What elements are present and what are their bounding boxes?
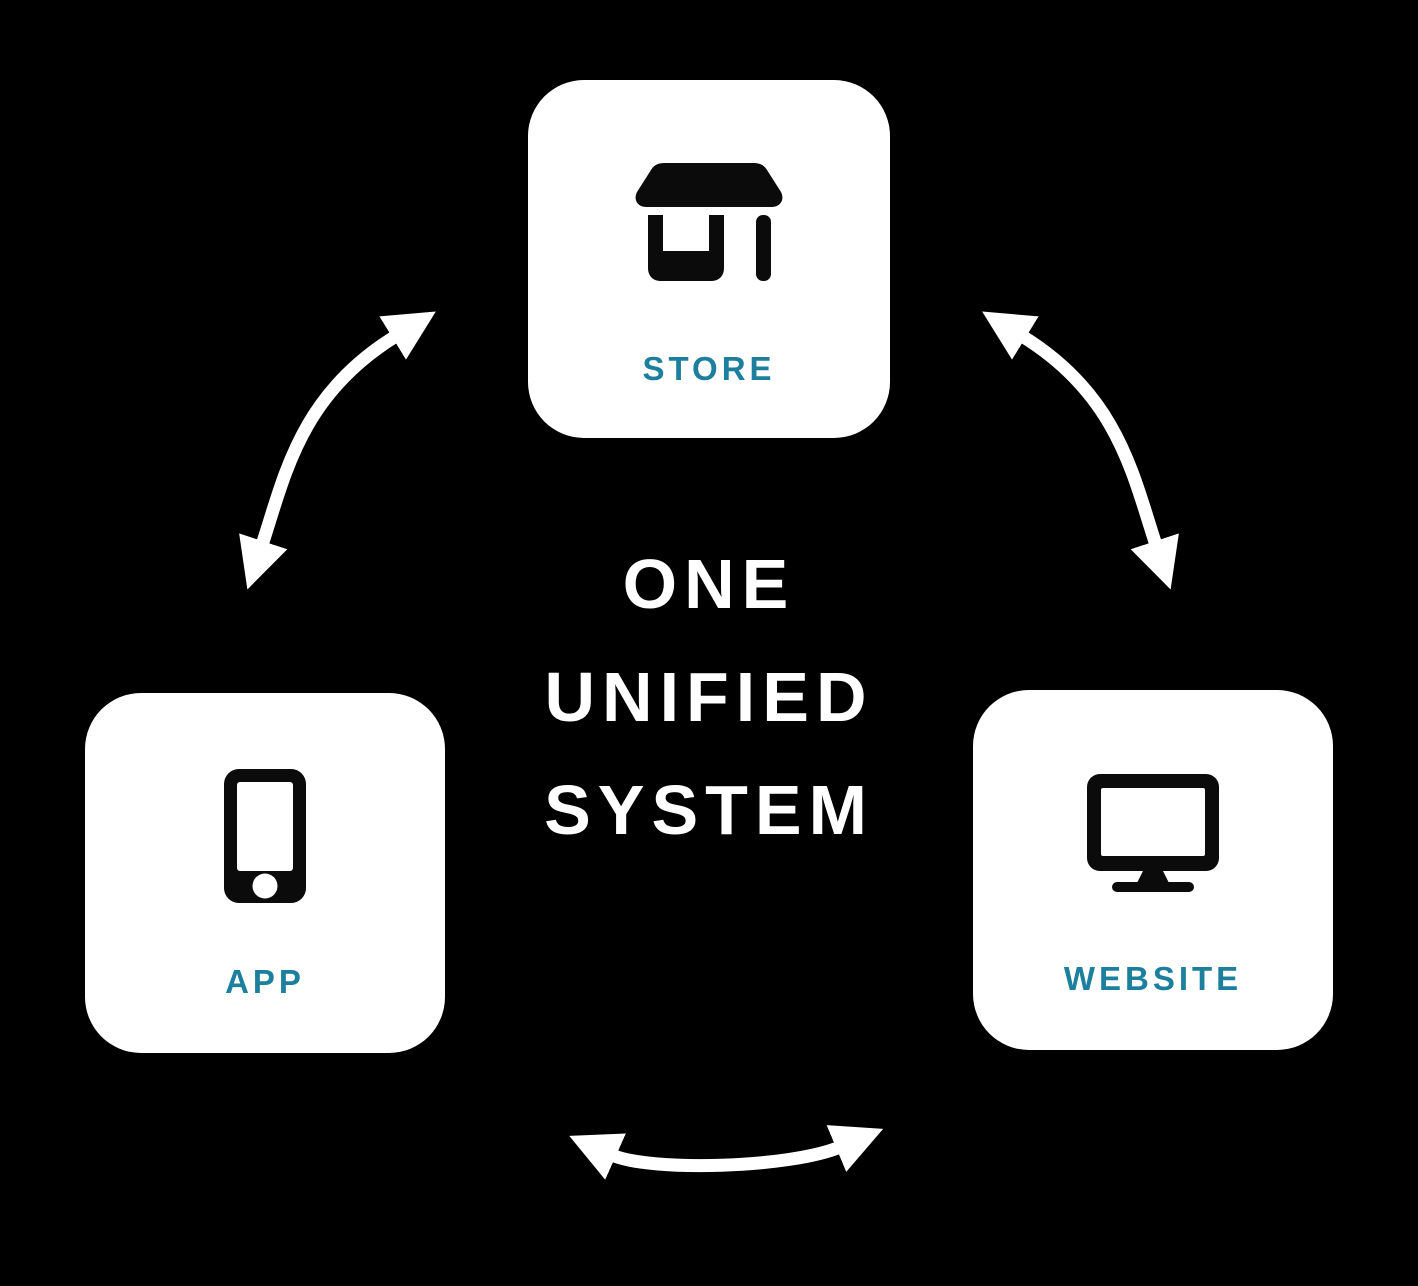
node-card-store: STORE	[528, 80, 890, 438]
node-card-app: APP	[85, 693, 445, 1053]
arrow-store-app	[239, 311, 436, 590]
arrow-app-website	[569, 1125, 884, 1180]
title-line-3: SYSTEM	[544, 771, 874, 849]
title-line-1: ONE	[622, 545, 796, 623]
monitor-icon	[1087, 774, 1219, 892]
node-card-website: WEBSITE	[973, 690, 1333, 1050]
smartphone-icon	[224, 769, 306, 903]
title-line-2: UNIFIED	[544, 658, 874, 736]
store-icon	[634, 163, 784, 283]
node-label-app: APP	[225, 963, 305, 1000]
arrow-store-website	[982, 311, 1179, 590]
node-label-website: WEBSITE	[1063, 960, 1243, 997]
node-label-store: STORE	[642, 350, 776, 387]
center-title: ONE UNIFIED SYSTEM	[0, 528, 1418, 867]
